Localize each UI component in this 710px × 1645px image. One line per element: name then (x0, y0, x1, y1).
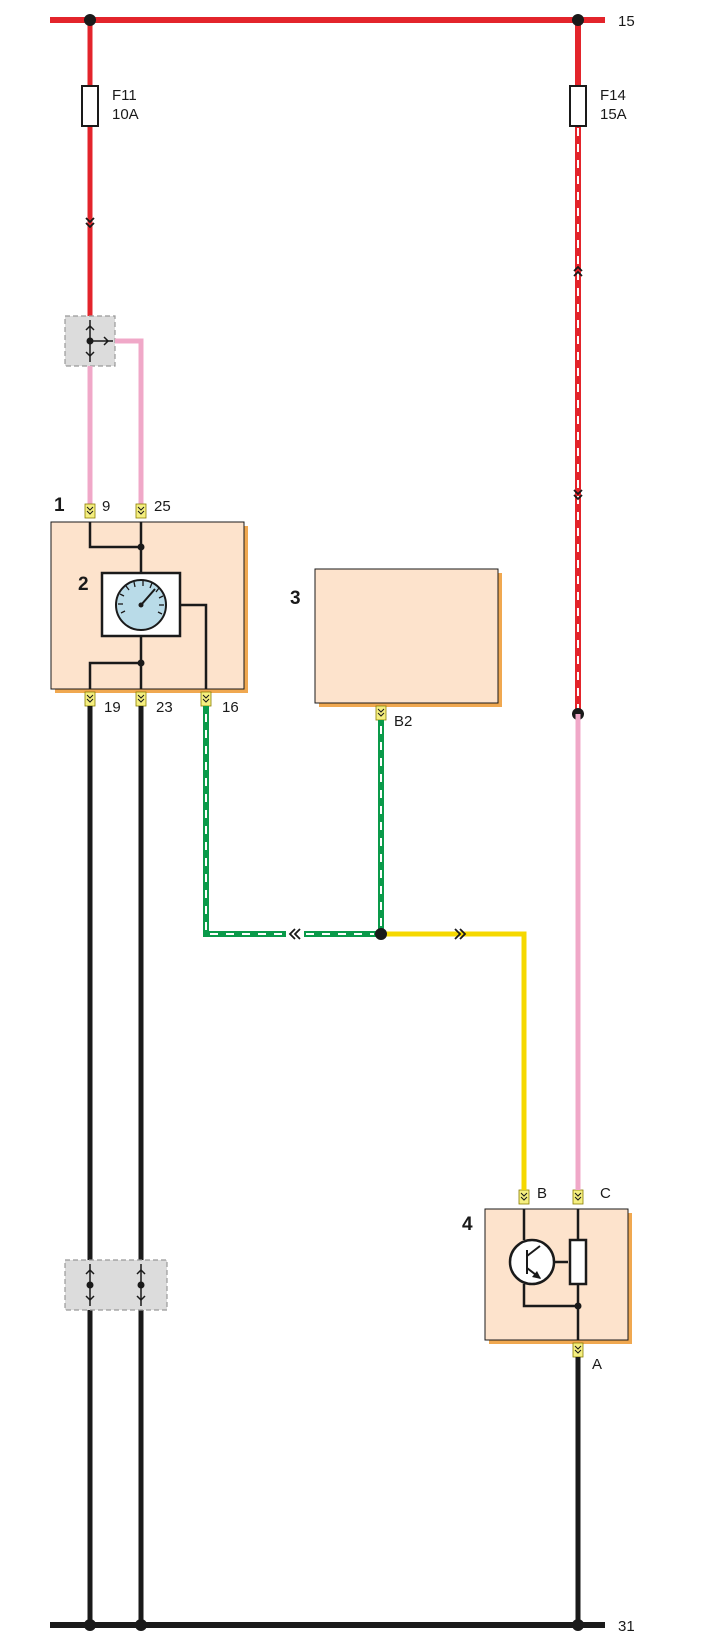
connector-upper-chev-right (103, 336, 110, 346)
pin-a-label: A (592, 1356, 602, 1373)
pin-a (572, 1342, 584, 1358)
component-1-box[interactable] (50, 521, 245, 690)
junction-top-right (572, 14, 584, 26)
pin-19 (84, 691, 96, 707)
c1-trace-19 (88, 661, 141, 689)
pin-25-label: 25 (154, 498, 171, 515)
junction-ground-a (572, 1619, 584, 1631)
flow-arrow-down-f11 (85, 217, 95, 229)
transistor-emitter-arrow (532, 1271, 541, 1279)
fuse-f11[interactable] (81, 85, 99, 127)
flow-arrow-right-yellow (454, 928, 467, 940)
pin-9-label: 9 (102, 498, 110, 515)
connector-lower-chev-b-bottom (136, 1295, 146, 1302)
component-3-box[interactable] (314, 568, 499, 704)
gauge-ticks (118, 581, 164, 615)
transistor-collector (526, 1245, 541, 1257)
pin-16 (200, 691, 212, 707)
connector-lower-chev-a-bottom (85, 1295, 95, 1302)
c1-trace-top (88, 522, 141, 549)
pin-23 (135, 691, 147, 707)
resistor-icon (568, 1238, 588, 1286)
gauge-hub (138, 602, 144, 608)
pin-c-label: C (600, 1185, 611, 1202)
pin-25 (135, 503, 147, 519)
pin-16-label: 16 (222, 699, 239, 716)
flow-arrow-down-f14 (573, 489, 583, 501)
pin-b-label: B (537, 1185, 547, 1202)
junction-signal (375, 928, 387, 940)
transistor-icon (508, 1238, 556, 1286)
fuse-f11-rating: 10A (112, 106, 139, 123)
connector-lower-junction-b (137, 1281, 145, 1289)
junction-ground-19 (84, 1619, 96, 1631)
flow-arrow-left-green (286, 928, 304, 940)
component-2-number: 2 (78, 574, 89, 595)
rail-31-label: 31 (618, 1618, 635, 1635)
fuse-f14[interactable] (569, 85, 587, 127)
wire-pink-branch (115, 338, 144, 515)
connector-upper-chev-bottom (85, 351, 95, 358)
c4-junction (574, 1302, 582, 1310)
fuse-f14-rating: 15A (600, 106, 627, 123)
c4-trace-emitter (522, 1284, 578, 1308)
connector-upper-chev-top (85, 324, 95, 331)
connector-lower-chev-a-top (85, 1268, 95, 1275)
wire-green-16 (203, 706, 381, 937)
pin-23-label: 23 (156, 699, 173, 716)
pin-b (518, 1189, 530, 1205)
component-4-box[interactable] (484, 1208, 629, 1341)
connector-lower (64, 1259, 168, 1311)
c1-junction-bottom (137, 659, 145, 667)
fuse-f11-name: F11 (112, 87, 137, 104)
c1-trace-16 (180, 603, 208, 689)
pin-c (572, 1189, 584, 1205)
gauge-needle (140, 588, 156, 606)
component-3-number: 3 (290, 588, 301, 609)
junction-ground-23 (135, 1619, 147, 1631)
connector-upper-junction (86, 337, 94, 345)
connector-lower-junction-a (86, 1281, 94, 1289)
component-4-number: 4 (462, 1214, 473, 1235)
component-1-number: 1 (54, 495, 65, 516)
connector-lower-chev-b-top (136, 1268, 146, 1275)
c1-junction-top (137, 543, 145, 551)
pin-b2 (375, 705, 387, 721)
pin-b2-label: B2 (394, 713, 412, 730)
pin-19-label: 19 (104, 699, 121, 716)
rail-15-label: 15 (618, 13, 635, 30)
wire-green-16-stripe (205, 714, 374, 935)
flow-arrow-up-f14 (573, 265, 583, 277)
fuse-f14-name: F14 (600, 87, 626, 104)
junction-top-left (84, 14, 96, 26)
pin-9 (84, 503, 96, 519)
wire-yellow (381, 931, 527, 1176)
